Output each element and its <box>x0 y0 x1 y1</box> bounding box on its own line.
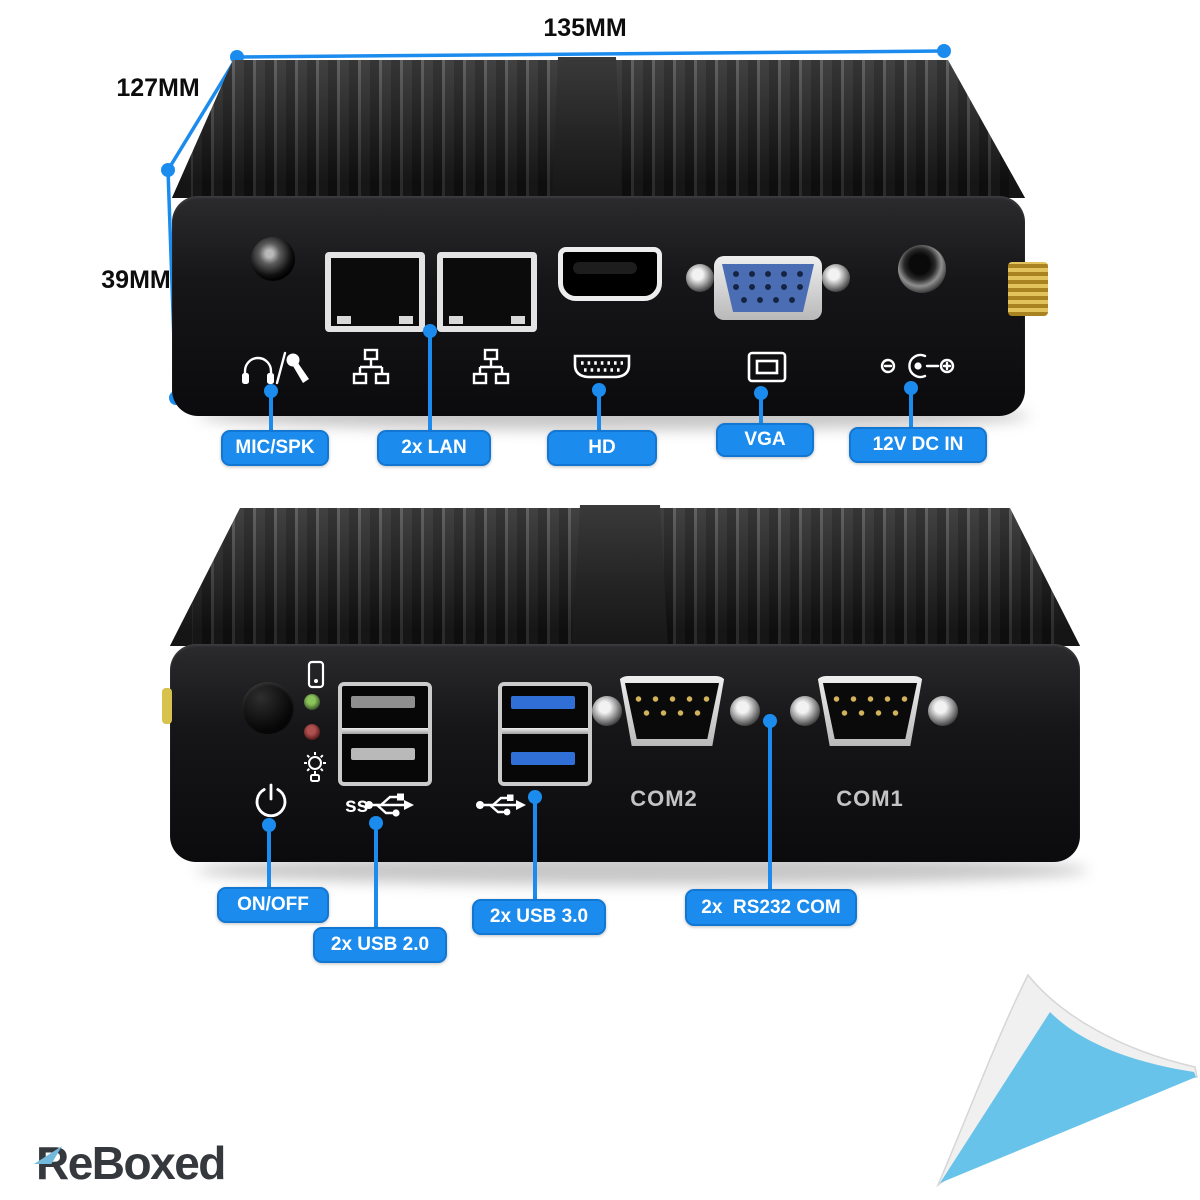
com1-screw-left <box>790 696 820 726</box>
hdmi-slot <box>573 262 637 274</box>
callout-line <box>374 826 378 927</box>
dimension-height-label: 39MM <box>101 266 171 294</box>
antenna-stub <box>162 688 172 724</box>
dimension-width-label: 135MM <box>543 14 627 42</box>
audio-jack-port <box>251 237 295 281</box>
lan-icon <box>472 348 510 385</box>
callout-line <box>909 391 913 429</box>
callout-line <box>533 800 537 899</box>
com-pin-row <box>827 693 913 705</box>
front-heatsink-center-block <box>552 57 622 200</box>
callout-on-off: ON/OFF <box>217 887 329 923</box>
usb2-tongue <box>351 696 415 708</box>
com2-screw-right <box>730 696 760 726</box>
callout-line <box>267 828 271 888</box>
com2-port <box>619 676 725 746</box>
dc-power-jack <box>898 245 946 293</box>
callout-dot <box>369 816 383 830</box>
rear-heatsink-center-block <box>572 505 668 648</box>
callout-dot <box>528 790 542 804</box>
hdd-icon <box>307 660 325 689</box>
com1-screw-right <box>928 696 958 726</box>
mini-pc-rear-view: COM2 COM1 ss ON/OFF 2x USB 2.0 <box>0 470 1200 970</box>
callout-mic-spk: MIC/SPK <box>221 430 329 466</box>
front-panel-face <box>172 196 1025 416</box>
hdmi-port <box>558 247 662 301</box>
lan-port-tab <box>337 316 351 324</box>
vga-pin-row <box>736 294 800 306</box>
lan-port-tab <box>449 316 463 324</box>
com-pin-row <box>638 707 706 719</box>
page-curl-graphic <box>936 973 1198 1188</box>
usb-icon <box>476 794 526 816</box>
lan-port-tab <box>511 316 525 324</box>
vga-port <box>714 256 822 320</box>
callout-line <box>597 393 601 432</box>
callout-dot <box>264 384 278 398</box>
com2-label: COM2 <box>630 786 698 811</box>
callout-line <box>428 334 432 432</box>
power-icon <box>255 783 287 818</box>
vga-screw-right <box>822 264 850 292</box>
dc-power-icon <box>880 353 955 379</box>
usb-port-divider <box>342 728 428 734</box>
vga-pin-row <box>728 281 808 293</box>
callout-dot <box>262 818 276 832</box>
usb2-tongue <box>351 748 415 760</box>
vga-pin-row <box>728 268 808 280</box>
hdd-led-green <box>304 694 320 710</box>
callout-hd: HD <box>547 430 657 466</box>
callout-dot <box>754 386 768 400</box>
brand-logo-text: ReBoxed <box>36 1137 226 1189</box>
usb3-ports <box>498 682 592 786</box>
callout-2x-lan: 2x LAN <box>377 430 491 466</box>
brand-logo: ReBoxed <box>34 1136 226 1190</box>
com1-port <box>817 676 923 746</box>
usb3-tongue <box>511 696 575 709</box>
lan-port-2 <box>437 252 537 332</box>
callout-line <box>269 394 273 432</box>
com2-screw-left <box>592 696 622 726</box>
com1-label: COM1 <box>836 786 904 811</box>
power-led-red <box>304 724 320 740</box>
callout-dot <box>904 381 918 395</box>
usb-port-divider <box>502 728 588 734</box>
svg-text:ss: ss <box>345 794 368 817</box>
lan-port-1 <box>325 252 425 332</box>
callout-vga: VGA <box>716 423 814 457</box>
com2-connector <box>624 683 720 739</box>
callout-line <box>768 724 772 889</box>
hdmi-icon <box>573 354 631 379</box>
usb3-ss-icon: ss <box>345 793 414 817</box>
callout-2x-rs232-com: 2x RS232 COM <box>685 889 857 926</box>
power-button <box>242 682 294 734</box>
vga-connector <box>722 264 814 312</box>
headphone-mic-icon <box>242 351 309 385</box>
callout-2x-usb20: 2x USB 2.0 <box>313 927 447 963</box>
callout-line <box>759 396 763 425</box>
antenna-connector <box>1008 262 1048 316</box>
com-pin-row <box>629 693 715 705</box>
mini-pc-front-view: MIC/SPK 2x LAN HD VGA 12V DC IN <box>0 0 1200 470</box>
callout-12v-dc-in: 12V DC IN <box>849 427 987 463</box>
vga-screw-left <box>686 264 714 292</box>
usb2-ports <box>338 682 432 786</box>
vga-icon <box>747 351 787 383</box>
callout-dot <box>423 324 437 338</box>
lan-icon <box>352 348 390 385</box>
callout-2x-usb30: 2x USB 3.0 <box>472 899 606 935</box>
dimension-depth-label: 127MM <box>116 74 200 102</box>
com-pin-row <box>836 707 904 719</box>
callout-dot <box>763 714 777 728</box>
callout-dot <box>592 383 606 397</box>
lamp-icon <box>304 752 326 782</box>
lan-port-tab <box>399 316 413 324</box>
com1-connector <box>822 683 918 739</box>
usb3-tongue <box>511 752 575 765</box>
